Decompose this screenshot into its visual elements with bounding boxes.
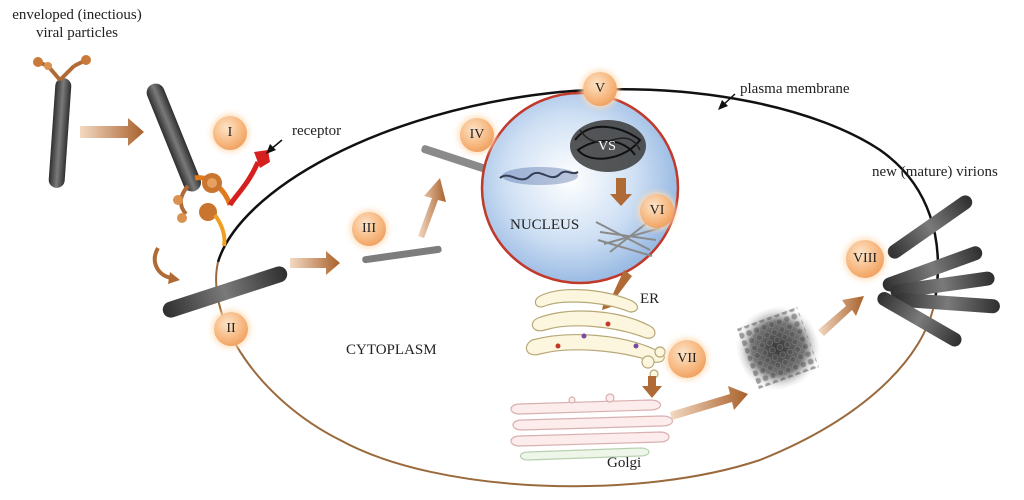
arrow-icon — [418, 178, 446, 238]
er-icon — [525, 289, 665, 363]
label-receptor: receptor — [292, 123, 342, 139]
virion-icon — [33, 55, 91, 188]
viral-dna-icon — [499, 170, 579, 181]
curved-arrow-icon — [152, 247, 173, 280]
stage-badge-4: IV — [460, 118, 494, 152]
stage-badge-7: VII — [668, 340, 706, 378]
plasma-membrane-bottom — [215, 261, 936, 488]
stage-badge-8: VIII — [846, 240, 884, 278]
arrow-icon — [290, 251, 340, 275]
label-golgi: Golgi — [607, 455, 642, 471]
label-enveloped-particles: enveloped (inectious) viral particles — [12, 7, 142, 41]
arrow-icon — [818, 296, 864, 336]
label-plasma-membrane: plasma membrane — [740, 81, 850, 97]
label-cytoplasm: CYTOPLASM — [346, 342, 437, 358]
viroplasm-icon — [570, 120, 646, 172]
stage-badge-6: VI — [640, 194, 674, 228]
arrow-icon — [670, 386, 748, 420]
label-new-virions: new (mature) virions — [872, 164, 998, 180]
capsid-assembly-icon — [728, 298, 828, 398]
stage-badge-3: III — [352, 212, 386, 246]
uncoated-genome-icon — [362, 245, 442, 264]
stage-badge-1: I — [213, 116, 247, 150]
label-viroplasm: VS — [598, 139, 616, 154]
arrow-icon — [642, 376, 662, 398]
receptor-pointer-arrow — [266, 139, 283, 154]
new-virions-icon — [877, 195, 1000, 347]
stage-badge-2: II — [214, 312, 248, 346]
plasma-membrane-top — [216, 88, 940, 301]
arrow-icon — [610, 178, 632, 206]
arrow-icon — [80, 118, 144, 146]
nucleocapsid-bundle-icon — [595, 221, 661, 257]
virion-icon — [146, 83, 201, 192]
stage-badge-5: V — [583, 72, 617, 106]
label-nucleus: NUCLEUS — [510, 217, 580, 233]
receptor-icon — [173, 150, 270, 247]
genome-entry-icon — [421, 145, 489, 173]
virion-icon — [162, 266, 288, 318]
membrane-pointer-arrow — [718, 93, 736, 110]
label-er: ER — [640, 291, 660, 307]
golgi-icon — [510, 393, 674, 461]
